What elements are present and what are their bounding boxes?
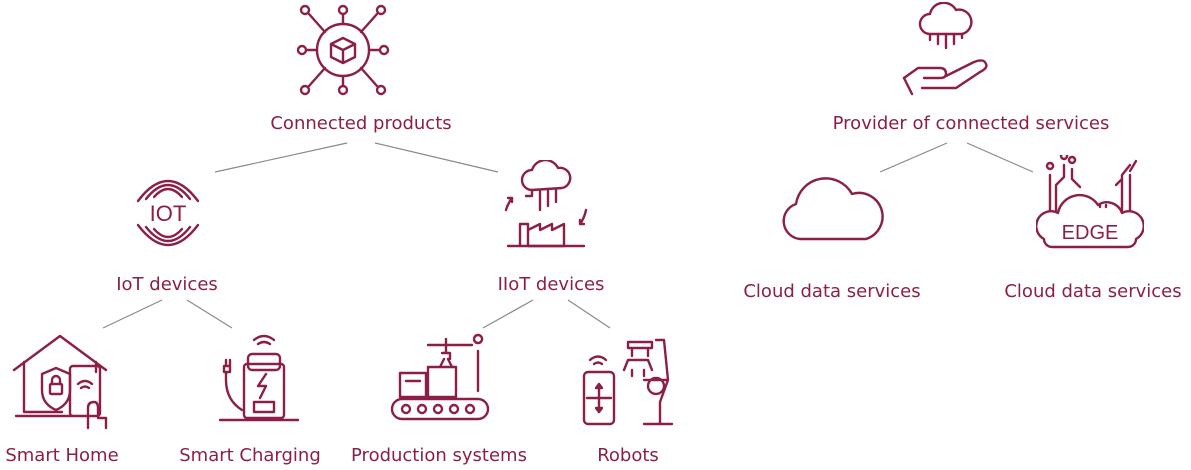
node-smart-charging: Smart Charging (179, 445, 321, 466)
iot-text: IOT (150, 201, 187, 226)
provider-icon (902, 2, 988, 96)
node-production-systems: Production systems (351, 445, 527, 466)
connector-line (214, 142, 348, 173)
connector-line (374, 142, 499, 173)
node-provider: Provider of connected services (832, 113, 1110, 134)
connector-line (567, 299, 611, 329)
iot-icon: IOT (136, 179, 200, 247)
connector-line (186, 299, 233, 329)
connector-line (966, 142, 1034, 173)
edge-icon: EDGE (1036, 155, 1144, 249)
cloud-icon (782, 177, 884, 241)
connected-products-icon (296, 4, 390, 96)
edge-text: EDGE (1062, 222, 1119, 244)
robots-icon (582, 338, 674, 426)
node-iot-devices: IoT devices (116, 274, 218, 295)
node-smart-home: Smart Home (5, 445, 119, 466)
production-systems-icon (390, 333, 490, 421)
connector-line (102, 299, 163, 329)
connector-line (879, 142, 948, 173)
node-edge-services: Cloud data services (1004, 281, 1182, 302)
smart-charging-icon (218, 334, 300, 422)
node-connected-products: Connected products (270, 113, 452, 134)
connector-line (482, 299, 534, 329)
node-iiot-devices: IIoT devices (497, 274, 605, 295)
node-cloud-services: Cloud data services (743, 281, 921, 302)
smart-home-icon (12, 334, 108, 430)
iiot-icon (504, 160, 588, 248)
node-robots: Robots (597, 445, 659, 466)
